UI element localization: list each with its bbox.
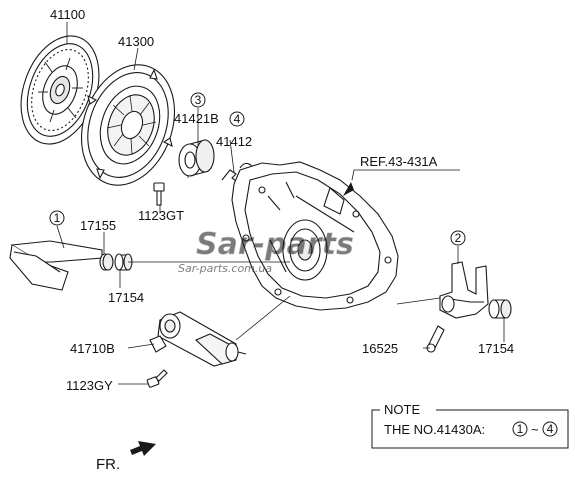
bushing-17154-left (114, 253, 133, 271)
label-41710b: 41710B (70, 341, 115, 356)
bushing-17154-right (488, 299, 512, 319)
callout-2-number: 2 (455, 231, 462, 245)
note-box: NOTE THE NO.41430A: 1 ~ 4 (371, 402, 569, 449)
clutch-disc (20, 35, 100, 145)
label-16525: 16525 (362, 341, 398, 356)
label-ref: REF.43-431A (360, 154, 438, 169)
label-17154-left: 17154 (108, 290, 144, 305)
note-range-end: 4 (547, 422, 554, 436)
label-1123gt: 1123GT (138, 208, 184, 223)
callout-2: 2 (450, 230, 466, 246)
label-17154-right: 17154 (478, 341, 514, 356)
watermark-url: Sar-parts.com.ua (178, 262, 272, 275)
slave-cylinder (149, 311, 247, 367)
front-arrow-icon (130, 441, 156, 456)
callout-3-number: 3 (195, 93, 202, 107)
pivot-bolt-16525 (426, 325, 445, 353)
callout-4-number: 4 (234, 112, 241, 126)
ref-arrow (343, 182, 354, 196)
leader-lines (56, 22, 505, 385)
bushing-17155 (99, 253, 114, 271)
front-label: FR. (96, 456, 120, 473)
note-range-start: 1 (517, 422, 524, 436)
callout-1: 1 (49, 210, 65, 226)
label-1123gy: 1123GY (66, 378, 113, 393)
note-title: NOTE (384, 402, 420, 417)
label-41100: 41100 (50, 7, 85, 22)
front-indicator: FR. (96, 441, 156, 473)
release-bearing (178, 139, 215, 177)
watermark-logo: Sar-parts (196, 227, 354, 262)
label-41300: 41300 (118, 34, 154, 49)
note-text: THE NO.41430A: (384, 422, 485, 437)
callout-3: 3 (190, 92, 206, 108)
bolt-1123gy (146, 369, 168, 388)
clutch-cover (80, 64, 176, 186)
release-lever (9, 240, 103, 291)
callout-1-number: 1 (54, 211, 61, 225)
watermark: Sar-parts Sar-parts.com.ua (178, 227, 354, 275)
bolt-1123gt (153, 182, 165, 206)
release-fork (439, 261, 489, 319)
label-41421b: 41421B (174, 111, 219, 126)
note-range-separator: ~ (531, 422, 539, 437)
callout-4: 4 (229, 111, 245, 127)
label-17155: 17155 (80, 218, 116, 233)
label-41412: 41412 (216, 134, 252, 149)
transaxle-housing (231, 161, 399, 311)
